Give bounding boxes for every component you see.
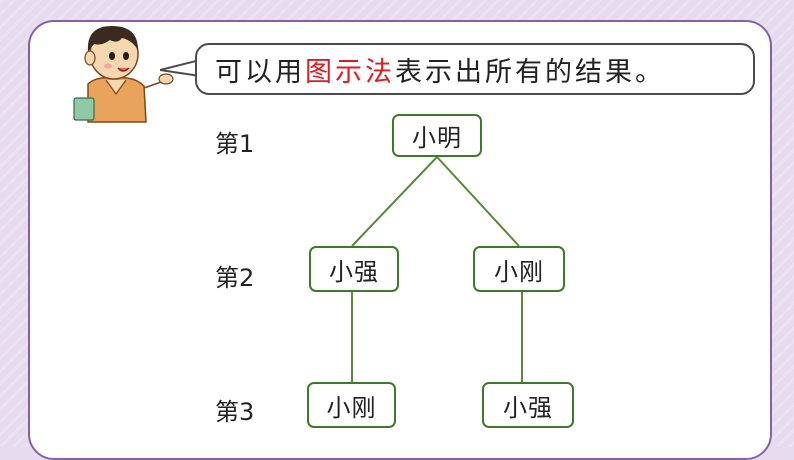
- level-label-3: 第3: [215, 398, 255, 426]
- tree-edges: [351, 156, 523, 382]
- level-label-2: 第2: [215, 264, 255, 292]
- boy-illustration: [73, 26, 174, 123]
- node-level2-right: 小刚: [473, 246, 565, 292]
- speech-text-highlight: 图示法: [305, 56, 395, 88]
- node-level3-left: 小刚: [307, 382, 396, 428]
- speech-bubble: 可以用图示法表示出所有的结果。: [195, 43, 755, 95]
- edge-root-right: [436, 156, 520, 247]
- level-label-1: 第1: [215, 130, 255, 158]
- node-root: 小明: [392, 114, 482, 157]
- speech-text-after: 表示出所有的结果。: [395, 56, 665, 88]
- node-level2-left: 小强: [309, 246, 399, 292]
- edge-root-left: [351, 156, 438, 247]
- speech-text-before: 可以用: [215, 56, 305, 88]
- node-level3-right: 小强: [482, 382, 574, 428]
